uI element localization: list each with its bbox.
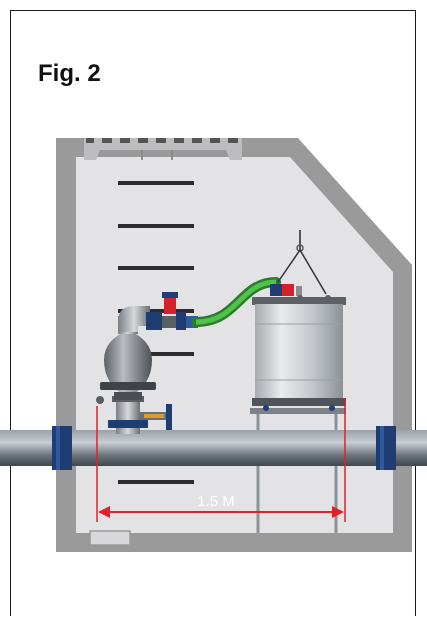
main-pipeline bbox=[0, 426, 427, 470]
wall-seal-left bbox=[52, 426, 72, 470]
air-valve-assembly bbox=[96, 292, 198, 434]
ladder-rung bbox=[118, 309, 194, 313]
wall-seal-right bbox=[376, 426, 396, 470]
ladder-rung bbox=[118, 224, 194, 228]
valve-body bbox=[104, 330, 152, 394]
ladder-rung bbox=[118, 181, 194, 185]
manhole-cover-frame bbox=[84, 138, 242, 160]
figure-title: Fig. 2 bbox=[38, 60, 101, 87]
dimension-label: 1.5 M bbox=[197, 493, 235, 510]
red-fitting bbox=[164, 296, 176, 314]
ladder-rung bbox=[118, 480, 194, 484]
dimension-indicator: 1.5 M bbox=[96, 398, 346, 522]
ladder-rung bbox=[118, 352, 194, 356]
chamber-floor-sump bbox=[89, 530, 131, 546]
ladder-rung bbox=[118, 266, 194, 270]
valve-handwheel bbox=[166, 404, 172, 430]
dimension-arrow-left bbox=[98, 506, 110, 518]
ladder bbox=[118, 181, 194, 484]
holding-tank bbox=[252, 230, 346, 411]
tank-body bbox=[255, 304, 343, 400]
dimension-arrow-right bbox=[332, 506, 344, 518]
